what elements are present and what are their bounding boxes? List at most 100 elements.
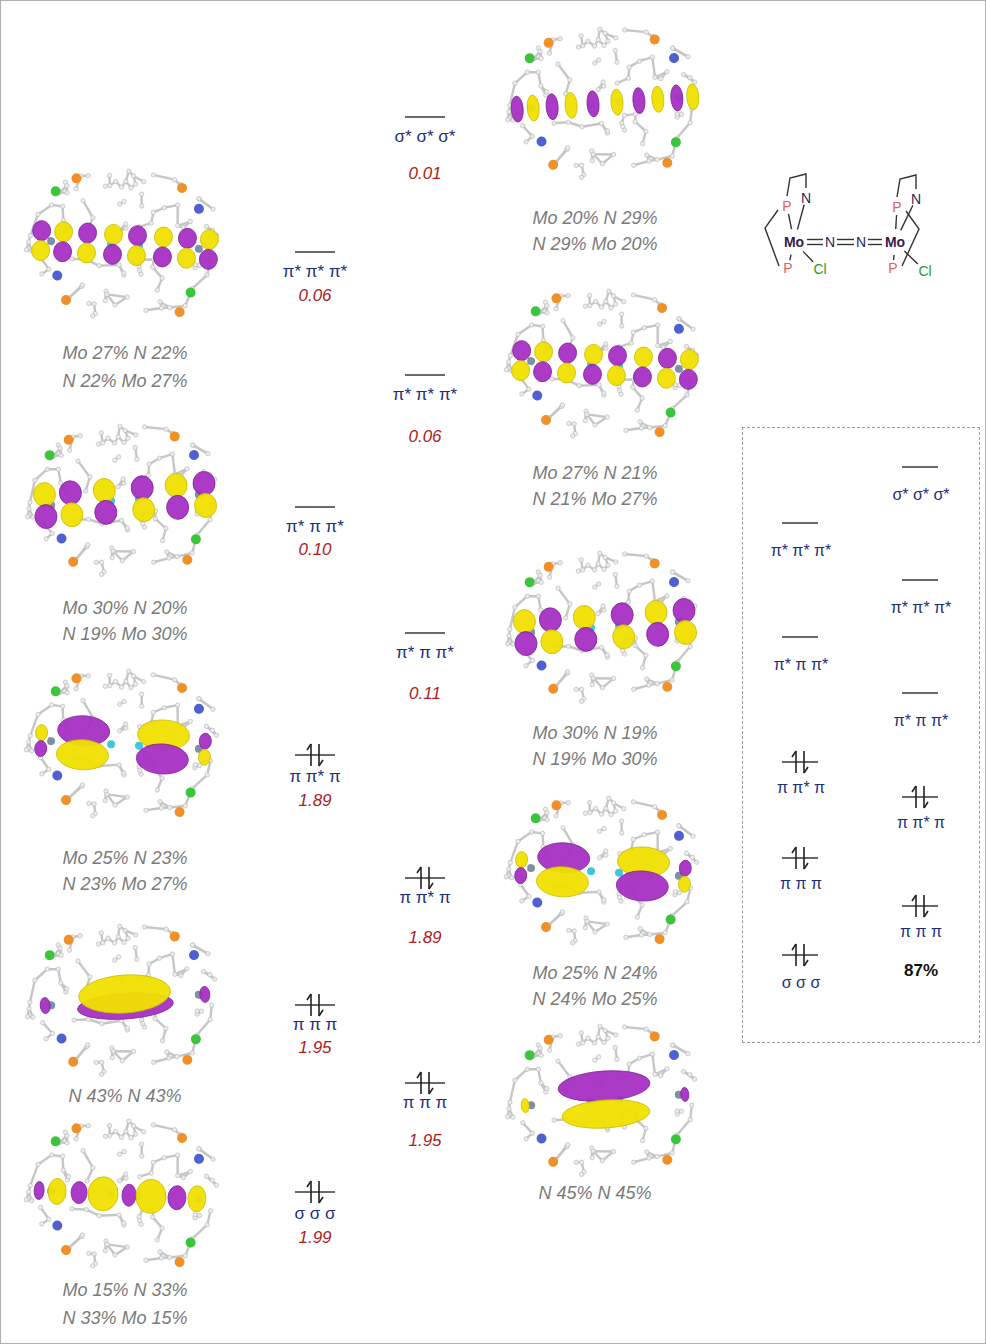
ligand-atom	[593, 423, 598, 428]
ligand-atom	[196, 196, 201, 201]
ligand-bond	[593, 153, 613, 156]
heavy-atom	[63, 434, 74, 445]
heavy-atom	[174, 307, 185, 318]
ligand-bond	[113, 550, 133, 553]
ligand-atom	[602, 567, 607, 572]
ligand-atom	[45, 467, 50, 472]
ligand-atom	[597, 551, 602, 556]
ligand-atom	[65, 1141, 70, 1146]
ligand-atom	[122, 1221, 127, 1226]
ligand-atom	[619, 819, 624, 824]
ligand-atom	[655, 681, 660, 686]
ligand-atom	[566, 421, 571, 426]
orbital-lobe	[616, 870, 669, 903]
ligand-atom	[650, 55, 655, 60]
ligand-atom	[561, 825, 566, 830]
orbital-lobe	[574, 627, 598, 652]
ligand-atom	[133, 933, 138, 938]
ligand-atom	[72, 1018, 77, 1023]
ligand-atom	[149, 221, 154, 226]
ligand-atom	[185, 966, 190, 971]
ligand-atom	[196, 696, 201, 701]
ligand-atom	[113, 303, 118, 308]
orbital-lobe	[670, 85, 684, 112]
ligand-atom	[566, 644, 571, 649]
ligand-atom	[122, 940, 127, 945]
ligand-atom	[583, 304, 588, 309]
ligand-atom	[507, 633, 512, 638]
ligand-atom	[44, 1036, 49, 1041]
ligand-atom	[175, 1153, 180, 1158]
heavy-atom	[185, 787, 196, 798]
orbital-lobe	[33, 482, 57, 507]
ligand-atom	[94, 560, 99, 565]
ligand-atom	[116, 955, 121, 960]
ligand-atom	[599, 305, 604, 310]
ligand-atom	[81, 198, 86, 203]
orbital-lobe	[632, 87, 646, 114]
ligand-atom	[190, 551, 195, 556]
orbital-lobe	[572, 605, 596, 630]
orbital-lobe	[34, 504, 58, 529]
heavy-atom	[189, 450, 200, 461]
ligand-atom	[24, 747, 29, 752]
ligand-atom	[633, 119, 638, 124]
ligand-atom	[129, 685, 134, 690]
ligand-atom	[617, 388, 622, 393]
heavy-atom	[185, 1237, 196, 1248]
ligand-atom	[568, 602, 573, 607]
ligand-atom	[611, 294, 616, 299]
ligand-atom	[583, 811, 588, 816]
ligand-atom	[99, 931, 104, 936]
ligand-atom	[29, 1198, 34, 1203]
orbital-lobe	[166, 495, 190, 520]
orbital-lobe	[35, 724, 48, 741]
ligand-atom	[611, 152, 616, 157]
orbital-lobe	[32, 220, 51, 241]
ligand-atom	[629, 341, 634, 346]
ligand-atom	[211, 1157, 216, 1162]
ligand-atom	[197, 197, 202, 202]
ligand-atom	[668, 846, 673, 851]
ligand-atom	[125, 1245, 130, 1250]
heavy-atom	[669, 577, 680, 588]
ligand-atom	[164, 550, 169, 555]
ligand-atom	[147, 962, 152, 967]
ligand-atom	[685, 899, 690, 904]
ligand-atom	[609, 305, 614, 310]
ligand-atom	[547, 575, 552, 580]
ligand-atom	[587, 293, 592, 298]
ligand-atom	[613, 809, 618, 814]
orbital-lobe	[53, 241, 72, 262]
heavy-atom	[61, 795, 72, 806]
ligand-atom	[60, 204, 65, 209]
orbital-lobe	[198, 749, 211, 766]
ligand-atom	[123, 428, 128, 433]
ligand-atom	[117, 702, 122, 707]
ligand-atom	[580, 44, 585, 49]
ligand-atom	[606, 39, 611, 44]
ligand-atom	[570, 434, 575, 439]
orbital-lobe	[167, 1185, 186, 1210]
ligand-bond	[676, 647, 691, 663]
ligand-atom	[159, 806, 164, 811]
ligand-atom	[615, 81, 620, 86]
ligand-atom	[125, 526, 130, 531]
ligand-atom	[26, 740, 31, 745]
ligand-atom	[96, 942, 101, 947]
ligand-atom	[113, 1129, 118, 1134]
ligand-atom	[539, 56, 544, 61]
ligand-atom	[530, 658, 535, 663]
ligand-atom	[172, 177, 177, 182]
ligand-atom	[112, 958, 117, 963]
ligand-bond	[192, 1224, 207, 1239]
ligand-atom	[603, 849, 608, 854]
ligand-atom	[125, 1026, 130, 1031]
ligand-atom	[556, 62, 561, 67]
ligand-atom	[652, 804, 657, 809]
ligand-atom	[665, 593, 670, 598]
ligand-atom	[668, 339, 673, 344]
ligand-atom	[529, 830, 534, 835]
ligand-bond	[102, 1020, 122, 1023]
heavy-atom	[536, 660, 547, 671]
